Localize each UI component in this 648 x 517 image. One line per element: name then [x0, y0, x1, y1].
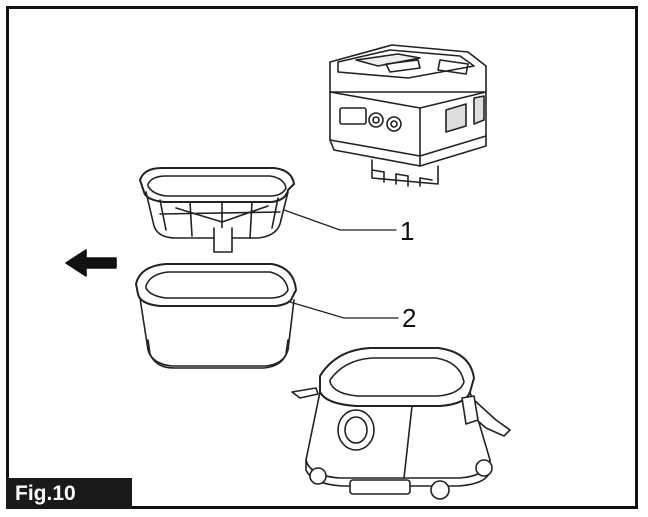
- leader-line-1: [283, 209, 397, 231]
- cloth-filter: [135, 263, 297, 369]
- callout-label-1: 1: [400, 216, 415, 246]
- canister-tank: [291, 347, 511, 500]
- filter-basket: [139, 167, 295, 253]
- figure-label: Fig.10: [6, 478, 132, 509]
- direction-arrow-icon: [65, 249, 117, 277]
- motor-head-unit: [329, 44, 487, 187]
- leader-line-2: [289, 301, 399, 319]
- callout-label-2: 2: [402, 303, 417, 333]
